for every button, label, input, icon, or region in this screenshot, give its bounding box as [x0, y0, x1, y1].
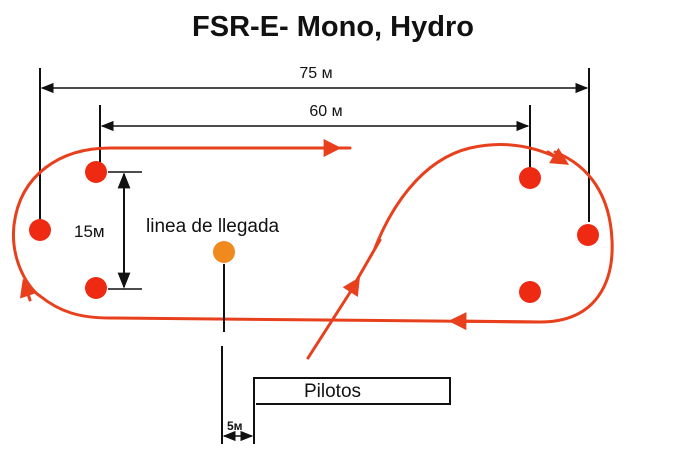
inner-width-label: 60 м [309, 103, 342, 120]
right-turn-path [538, 150, 614, 324]
buoy-gap-dimension: 15м [74, 171, 142, 290]
finish-buoy [213, 241, 235, 263]
finish-line: linea de llegada [146, 216, 280, 444]
pilots-offset-dimension: 5м [222, 419, 254, 442]
buoy-left-outer [29, 219, 51, 241]
buoys [29, 161, 599, 303]
pilots-area: Pilotos [253, 377, 451, 444]
left-direction-arrow [20, 278, 38, 302]
inner-dimension: 60 м [99, 103, 531, 168]
finish-line-label: linea de llegada [146, 216, 280, 237]
buoy-gap-label: 15м [74, 222, 105, 241]
course-path [11, 139, 614, 360]
bottom-direction-arrow [448, 312, 542, 331]
crossover-arc-path [373, 142, 564, 250]
start-connector-path [348, 238, 382, 294]
diagram-title: FSR-E- Mono, Hydro [192, 11, 474, 43]
pilots-offset-label: 5м [227, 419, 243, 433]
pilots-label: Pilotos [304, 381, 361, 402]
bottom-straight-path [38, 294, 542, 324]
buoy-right-bottom [519, 281, 541, 303]
right-direction-arrow [546, 147, 570, 165]
buoy-right-top [519, 167, 541, 189]
buoy-left-bottom [85, 277, 107, 299]
outer-width-label: 75 м [299, 65, 332, 82]
buoy-left-top [85, 161, 107, 183]
buoy-right-outer [577, 224, 599, 246]
outer-dimension: 75 м [39, 65, 590, 228]
